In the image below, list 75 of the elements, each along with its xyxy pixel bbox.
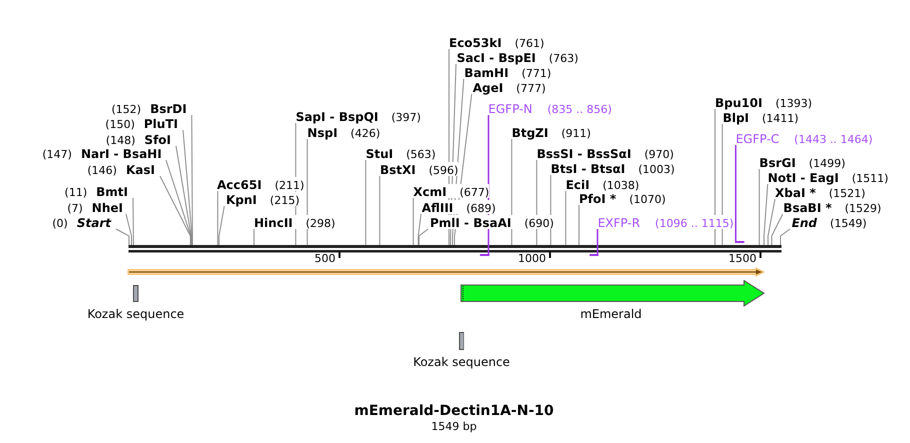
restriction-site-label: HincII (298) — [254, 215, 336, 229]
dna-backbone — [128, 245, 782, 252]
restriction-site-label: KpnI (215) — [226, 192, 300, 206]
restriction-site-label: BstXI (596) — [380, 162, 458, 176]
leader-line — [126, 214, 132, 246]
leader-line — [217, 190, 218, 246]
restriction-site-label: BtsI - BtsαI (1003) — [550, 161, 675, 175]
primer-label: EGFP-C (1443 .. 1464) — [736, 131, 873, 145]
restriction-site-label: SacI - BspEI (763) — [456, 50, 578, 64]
restriction-site-label: Acc65I (211) — [217, 177, 304, 191]
sequence-end-label: End (1549) — [792, 215, 867, 229]
leader-line — [365, 160, 366, 246]
feature-label: Kozak sequence — [413, 355, 510, 369]
primer-label: EGFP-N (835 .. 856) — [488, 101, 612, 115]
leader-line — [758, 168, 760, 246]
leader-line — [182, 130, 192, 246]
restriction-site-label: (11) BmtI — [64, 184, 128, 198]
restriction-site-label: PfoI * (1070) — [579, 191, 666, 205]
diagram-title: mEmerald-Dectin1A-N-10 — [354, 403, 554, 419]
leader-line — [734, 145, 736, 241]
restriction-site-label: NspI (426) — [307, 125, 380, 139]
restriction-site-label: Eco53kI (761) — [449, 35, 544, 49]
restriction-site-label: Bpu10I (1393) — [715, 95, 812, 109]
restriction-site-label: BssSI - BssSαI (970) — [536, 146, 674, 160]
primer-mark — [480, 254, 490, 256]
leader-line — [578, 204, 580, 246]
restriction-site-label: (146) KasI — [87, 162, 155, 176]
restriction-site-label: StuI (563) — [366, 146, 436, 160]
sequence-start-label: (0) Start — [52, 215, 111, 229]
leader-line — [218, 206, 225, 246]
leader-line — [191, 114, 193, 246]
leader-line — [596, 229, 598, 254]
leader-line — [418, 214, 422, 246]
restriction-site-label: EciI (1038) — [566, 177, 640, 191]
scale-label: 500 — [314, 252, 336, 266]
restriction-site-label: BamHI (771) — [464, 65, 552, 79]
leader-line — [379, 176, 380, 246]
restriction-site-label: XbaI * (1521) — [775, 185, 866, 199]
feature-label: mEmerald — [580, 307, 642, 321]
restriction-site-label: (148) SfoI — [106, 132, 171, 146]
leader-line — [160, 176, 191, 246]
leader-line — [771, 214, 784, 246]
restriction-site-label: PmlI - BsaAI (690) — [430, 215, 554, 229]
restriction-site-label: (7) NheI — [67, 200, 123, 214]
restriction-site-label: BsaBI * (1529) — [783, 200, 882, 214]
leader-line — [722, 124, 723, 246]
restriction-site-label: SapI - BspQI (397) — [296, 109, 421, 123]
orf-band — [128, 267, 765, 277]
scale-label: 1000 — [518, 252, 546, 266]
feature-label: Kozak sequence — [87, 307, 184, 321]
leader-line — [412, 198, 414, 246]
leader-line — [176, 146, 192, 246]
leader-line — [565, 190, 566, 246]
restriction-site-label: (152) BsrDI — [111, 101, 187, 115]
restriction-site-label: AgeI (777) — [472, 80, 546, 94]
leader-line — [418, 228, 428, 246]
primer-mark — [735, 241, 744, 243]
restriction-site-label: BtgZI (911) — [512, 125, 591, 139]
leader-line — [714, 108, 716, 246]
restriction-site-label: BlpI (1411) — [722, 110, 799, 124]
leader-line — [768, 198, 776, 246]
restriction-site-label: AflIII (689) — [422, 200, 496, 214]
restriction-site-label: NotI - EagI (1511) — [768, 170, 888, 184]
restriction-site-label: BsrGI (1499) — [759, 155, 846, 169]
primer-mark — [590, 254, 598, 256]
restriction-site-label: (147) NarI - BsaHI — [42, 146, 162, 160]
scale-label: 1500 — [728, 252, 756, 266]
restriction-site-label: (150) PluTI — [105, 116, 178, 130]
restriction-site-label: XcmI (677) — [413, 184, 490, 198]
primer-label: EXFP-R (1096 .. 1115) — [598, 215, 734, 229]
leader-line — [116, 228, 130, 246]
leader-line — [780, 228, 790, 246]
leader-line — [132, 198, 134, 246]
sequence-length: 1549 bp — [431, 419, 477, 435]
leader-line — [764, 184, 768, 246]
